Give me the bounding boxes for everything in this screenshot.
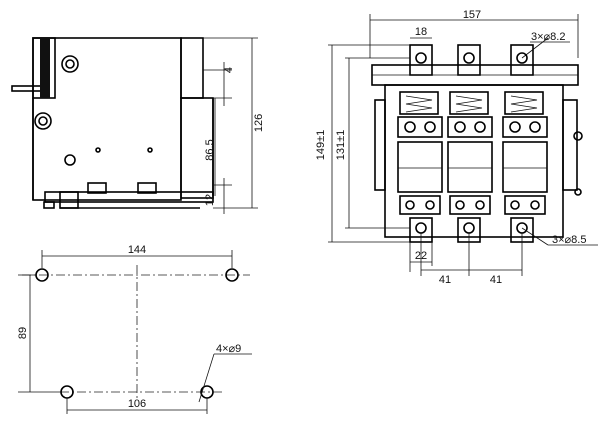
side-hole	[64, 154, 76, 166]
side-screw-top	[61, 55, 79, 73]
top-terminal-1	[409, 44, 433, 76]
front-dim-width: 157	[463, 9, 481, 21]
side-view: 126 86.5 4 12	[11, 37, 265, 214]
right-side-bracket	[562, 99, 578, 191]
side-dim-bottom-gap: 12	[204, 194, 216, 206]
mounting-view: 144 89 106 4×⌀9	[17, 244, 252, 414]
front-dim-bottom-holes: 3×⌀8.5	[552, 234, 586, 246]
side-dim-inner: 86.5	[204, 139, 216, 160]
coil-modules	[397, 141, 548, 193]
mount-hole-top-right	[225, 268, 239, 282]
springs	[399, 91, 544, 115]
front-dim-pitch-1: 41	[439, 274, 451, 286]
side-base	[44, 191, 214, 203]
front-dim-top-holes: 3×⌀8.2	[531, 31, 565, 43]
left-side-bracket	[374, 99, 386, 191]
upper-clamps	[397, 116, 548, 138]
front-dim-pitch-2: 41	[490, 274, 502, 286]
side-bracket-fill	[40, 38, 50, 98]
side-dim-height: 126	[253, 114, 265, 132]
mount-dim-bottom-span: 106	[128, 398, 146, 410]
front-dim-height-outer: 149±1	[315, 130, 327, 161]
front-dim-height-inner: 131±1	[335, 130, 347, 161]
front-dim-terminal-width: 18	[415, 26, 427, 38]
side-screw-middle	[34, 112, 52, 130]
top-terminal-3	[510, 44, 534, 76]
side-upper-block	[180, 37, 204, 99]
side-dim-top-gap: 4	[223, 67, 235, 73]
front-view: 157 18 3×⌀8.2	[315, 9, 598, 286]
top-terminal-2	[457, 44, 481, 76]
mount-dim-top-span: 144	[128, 244, 146, 256]
lower-clamps	[399, 195, 546, 215]
mount-dim-holes: 4×⌀9	[216, 343, 241, 355]
side-lever	[11, 85, 43, 92]
mount-dim-vertical: 89	[17, 327, 29, 339]
